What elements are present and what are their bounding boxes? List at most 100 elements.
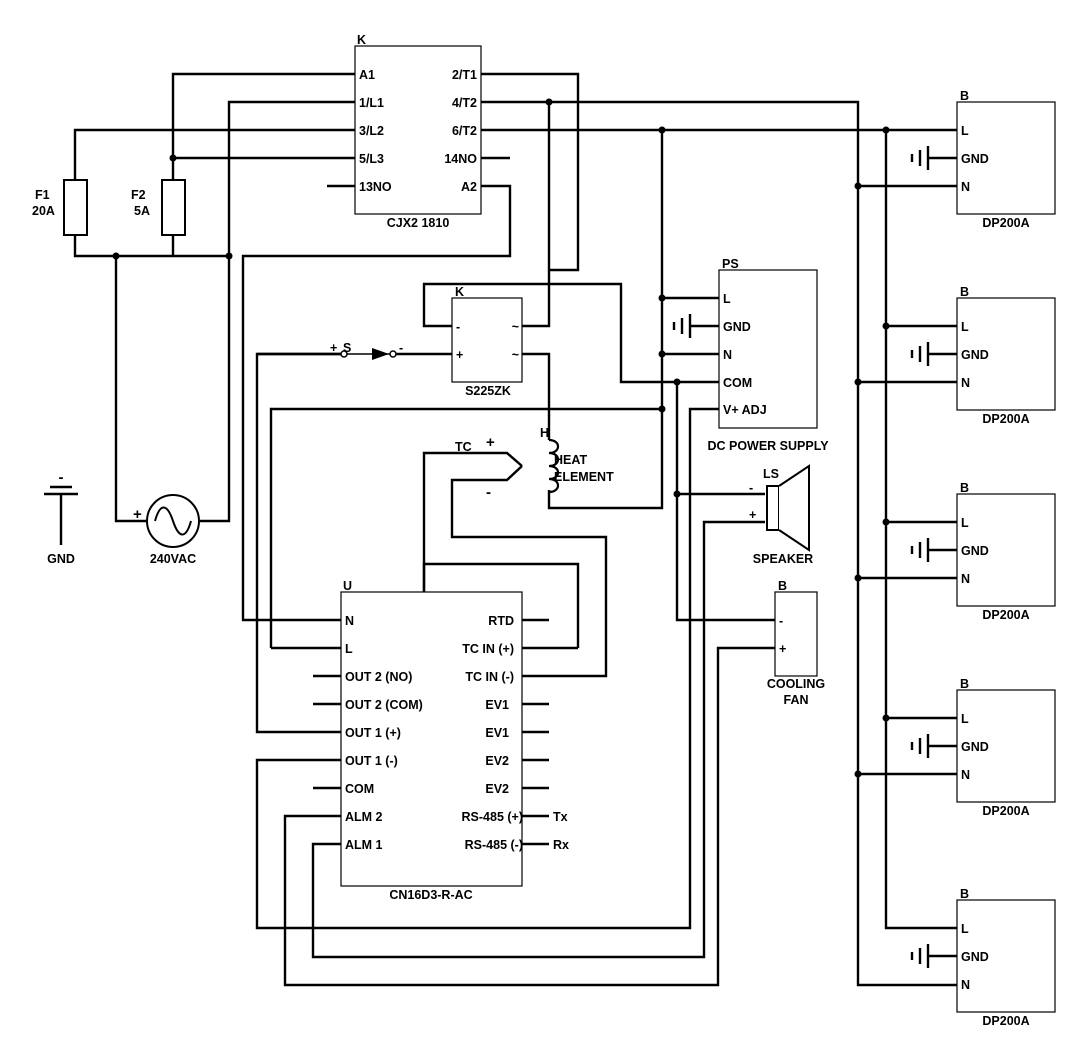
blower-2: B L GND N DP200A <box>910 285 1056 426</box>
blower-model: DP200A <box>982 608 1029 622</box>
speaker-name: SPEAKER <box>753 552 813 566</box>
ps-model: DC POWER SUPPLY <box>707 439 829 453</box>
fan-line1: COOLING <box>767 677 825 691</box>
controller-ref: U <box>343 579 352 593</box>
controller-pin-rs485-minus: RS-485 (-) <box>465 838 523 852</box>
controller-pin-ev2-b: EV2 <box>485 782 509 796</box>
controller-pin-alm1: ALM 1 <box>345 838 383 852</box>
controller-pin-rtd: RTD <box>488 614 514 628</box>
fan-ref: B <box>778 579 787 593</box>
blower-pin-n: N <box>961 376 970 390</box>
blower-pin-n: N <box>961 180 970 194</box>
blower-ref: B <box>960 89 969 103</box>
contactor-pin-2t1: 2/T1 <box>452 68 477 82</box>
ssr-model: S225ZK <box>465 384 511 398</box>
blower-pin-n: N <box>961 978 970 992</box>
ps-pin-vadj: V+ ADJ <box>723 403 767 417</box>
heat-element: H HEAT ELEMENT TC + - <box>455 426 614 501</box>
fan-pin-minus: - <box>779 614 783 628</box>
contactor-pin-13no: 13NO <box>359 180 392 194</box>
blower-pin-l: L <box>961 712 969 726</box>
blower-ref: B <box>960 481 969 495</box>
contactor: K A1 1/L1 3/L2 5/L3 13NO 2/T1 4/T2 6/T2 … <box>354 33 482 230</box>
power-supply: PS L GND N COM V+ ADJ DC POWER SUPPLY <box>672 257 829 453</box>
contactor-pin-a1: A1 <box>359 68 375 82</box>
controller-pin-rs485-plus: RS-485 (+) <box>462 810 523 824</box>
blower-pin-gnd: GND <box>961 740 989 754</box>
blower-pin-gnd: GND <box>961 348 989 362</box>
fan-pin-plus: + <box>779 642 786 656</box>
controller-pin-com: COM <box>345 782 374 796</box>
arrow-right-icon <box>372 348 389 360</box>
heater-line2: ELEMENT <box>554 470 614 484</box>
ps-pin-n: N <box>723 348 732 362</box>
solid-state-relay: K - + ~ ~ S225ZK <box>451 285 523 398</box>
blower-pin-n: N <box>961 572 970 586</box>
contactor-ref: K <box>357 33 366 47</box>
speaker-icon <box>778 464 810 552</box>
controller-pin-alm2: ALM 2 <box>345 810 383 824</box>
controller-pin-out1-minus: OUT 1 (-) <box>345 754 398 768</box>
contactor-pin-a2: A2 <box>461 180 477 194</box>
ssr-pin-plus: + <box>456 348 463 362</box>
blower-ref: B <box>960 887 969 901</box>
fuse-f1: F1 20A <box>32 179 88 236</box>
blower-pin-gnd: GND <box>961 544 989 558</box>
blower-1: B L GND N DP200A <box>910 89 1056 230</box>
blower-model: DP200A <box>982 804 1029 818</box>
switch-plus: + <box>330 341 337 355</box>
ssr-pin-minus: - <box>456 320 460 334</box>
contactor-model: CJX2 1810 <box>387 216 450 230</box>
controller-pin-tc-minus: TC IN (-) <box>465 670 514 684</box>
ps-pin-com: COM <box>723 376 752 390</box>
sine-icon <box>154 506 192 536</box>
controller-rx: Rx <box>553 838 569 852</box>
ssr-pin-ac2: ~ <box>512 348 519 362</box>
controller-pin-out1-plus: OUT 1 (+) <box>345 726 401 740</box>
tc-minus: - <box>486 484 491 501</box>
ground-sign: - <box>59 469 64 486</box>
blower-pin-l: L <box>961 320 969 334</box>
speaker-minus: - <box>749 481 753 495</box>
blower-pin-n: N <box>961 768 970 782</box>
ps-pin-gnd: GND <box>723 320 751 334</box>
controller-model: CN16D3-R-AC <box>389 888 472 902</box>
ground-symbol: - GND <box>44 469 78 566</box>
controller-pin-out2-no: OUT 2 (NO) <box>345 670 412 684</box>
blower-ref: B <box>960 677 969 691</box>
blower-pin-l: L <box>961 516 969 530</box>
ps-ref: PS <box>722 257 739 271</box>
speaker: LS - + SPEAKER <box>749 464 813 566</box>
blower-model: DP200A <box>982 1014 1029 1028</box>
speaker-plus: + <box>749 508 756 522</box>
ground-icon <box>672 314 719 338</box>
blower-ref: B <box>960 285 969 299</box>
controller-pin-ev2-a: EV2 <box>485 754 509 768</box>
controller: U N L OUT 2 (NO) OUT 2 (COM) OUT 1 (+) O… <box>340 579 569 902</box>
blower-model: DP200A <box>982 412 1029 426</box>
fuse-f2-rating: 5A <box>134 204 150 218</box>
cooling-fan: B - + COOLING FAN <box>767 579 825 707</box>
ground-icon <box>910 944 957 968</box>
source-label: 240VAC <box>150 552 196 566</box>
controller-tx: Tx <box>553 810 568 824</box>
tc-label: TC <box>455 440 472 454</box>
blower-pin-l: L <box>961 922 969 936</box>
ground-icon <box>910 342 957 366</box>
heater-line1: HEAT <box>554 453 587 467</box>
ac-source: + 240VAC <box>133 494 200 566</box>
blower-pin-gnd: GND <box>961 152 989 166</box>
ground-icon <box>910 734 957 758</box>
contactor-pin-5l3: 5/L3 <box>359 152 384 166</box>
ssr-ref: K <box>455 285 464 299</box>
contactor-pin-4t2: 4/T2 <box>452 96 477 110</box>
blower-5: B L GND N DP200A <box>910 887 1056 1028</box>
ground-label: GND <box>47 552 75 566</box>
controller-pin-tc-plus: TC IN (+) <box>462 642 514 656</box>
blower-pin-l: L <box>961 124 969 138</box>
ps-pin-l: L <box>723 292 731 306</box>
tc-plus: + <box>486 434 495 451</box>
blower-model: DP200A <box>982 216 1029 230</box>
blower-4: B L GND N DP200A <box>910 677 1056 818</box>
